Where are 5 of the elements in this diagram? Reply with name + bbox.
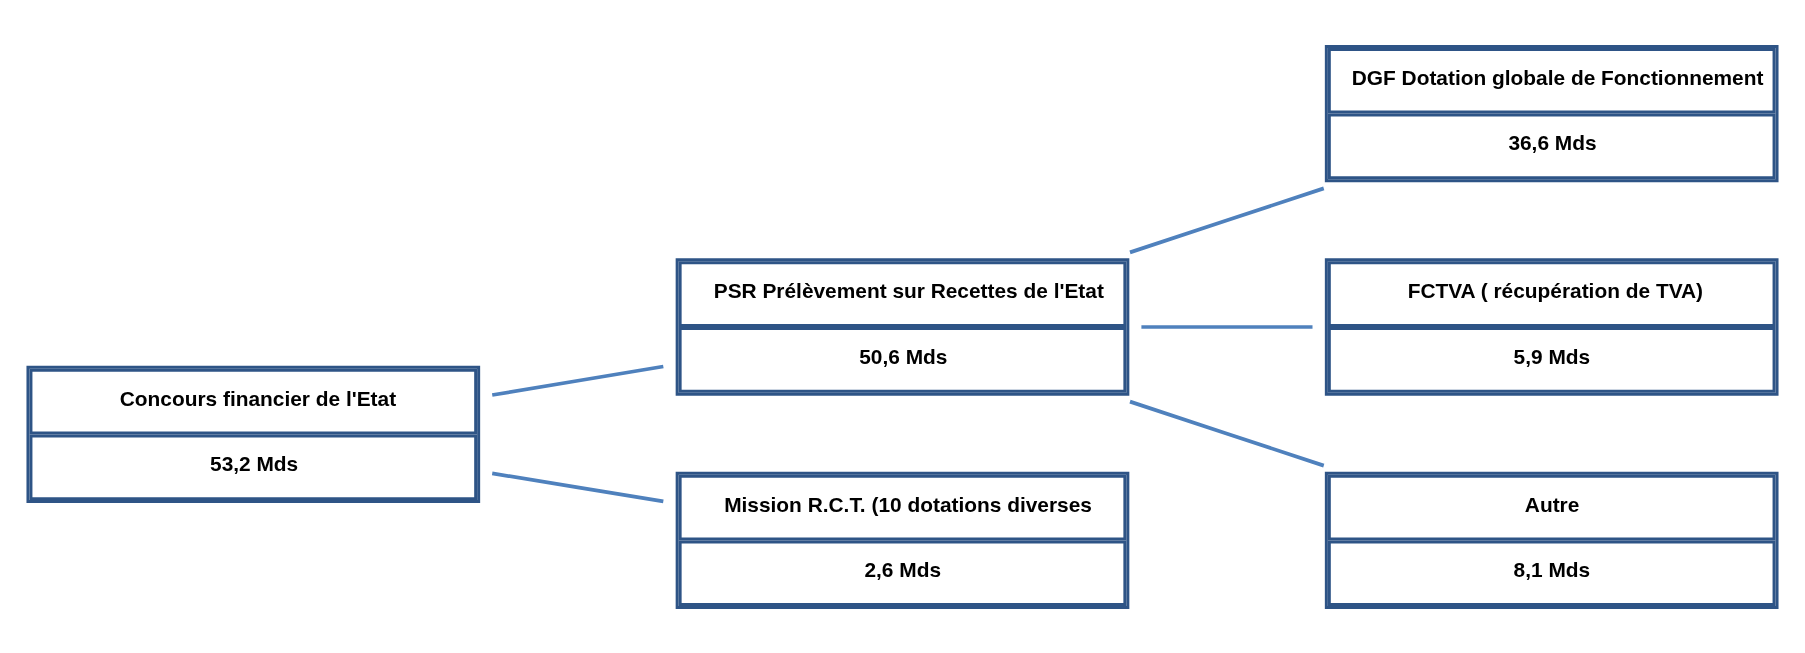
connector [491,471,664,503]
connector [1129,399,1325,467]
connector [1129,186,1325,254]
connector [491,364,664,397]
connector [1141,324,1313,329]
